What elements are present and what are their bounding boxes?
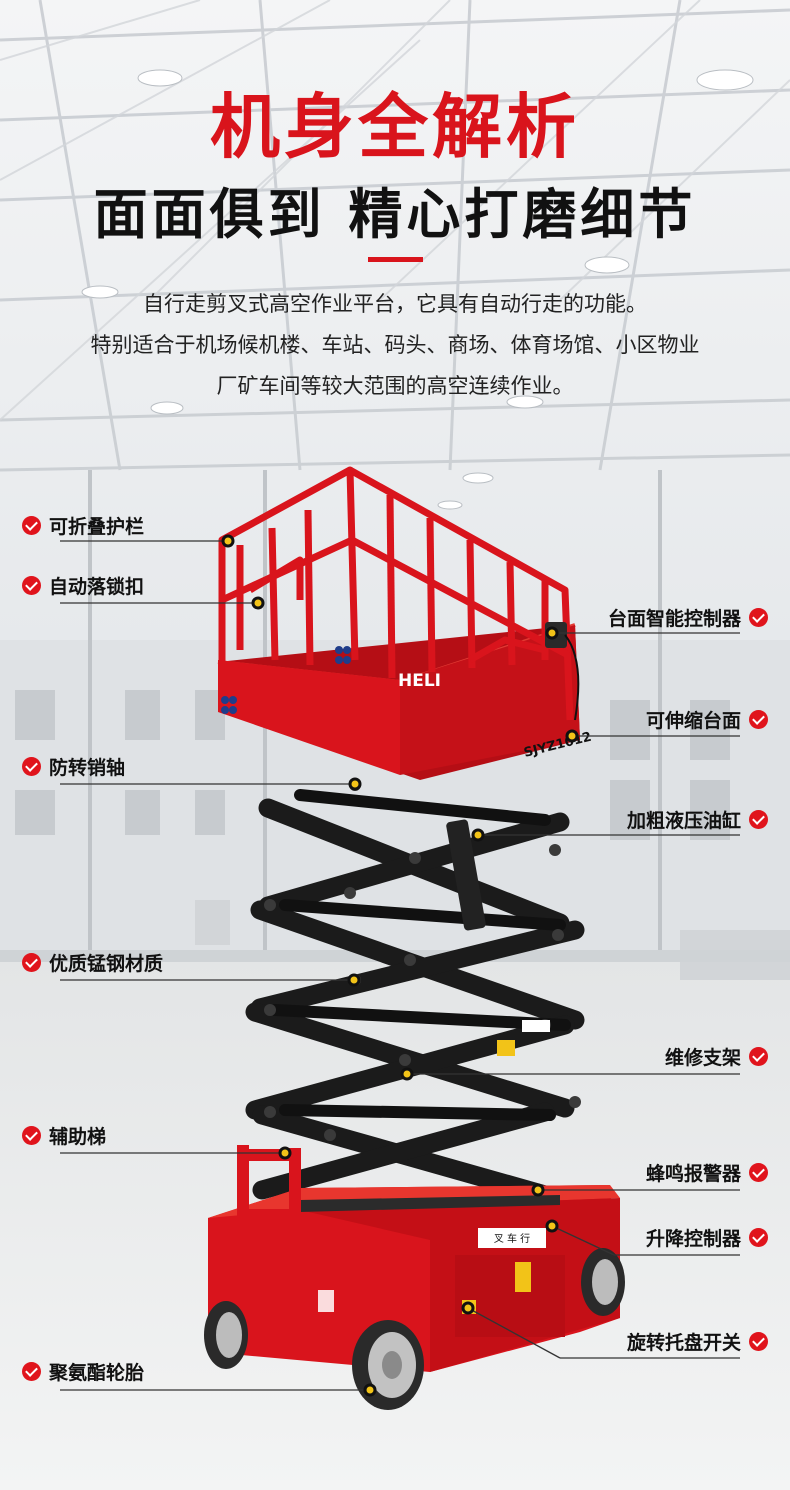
check-icon: [22, 1125, 41, 1145]
callout-polyurethane-tire: 聚氨酯轮胎: [22, 1356, 144, 1386]
callout-label: 辅助梯: [49, 1125, 107, 1148]
callout-lines: [60, 540, 740, 1391]
callout-label: 维修支架: [664, 1046, 741, 1069]
callout-hydraulic-cylinder: 加粗液压油缸: [627, 804, 768, 834]
callout-anti-rotation-pin: 防转销轴: [22, 751, 125, 781]
callout-label: 防转销轴: [49, 756, 126, 779]
callout-label: 升降控制器: [645, 1227, 741, 1250]
intro-line-2: 特别适合于机场候机楼、车站、码头、商场、体育场馆、小区物业: [90, 333, 700, 357]
callout-label: 台面智能控制器: [607, 607, 741, 630]
check-icon: [22, 515, 41, 535]
warning-stickers: [497, 1020, 550, 1056]
callout-label: 旋转托盘开关: [626, 1331, 741, 1354]
check-icon: [749, 607, 768, 627]
callout-lift-controller: 升降控制器: [646, 1222, 768, 1252]
callout-auxiliary-ladder: 辅助梯: [22, 1120, 106, 1150]
callout-label: 可伸缩台面: [645, 709, 741, 732]
check-icon: [749, 1162, 768, 1182]
callout-maintenance-support: 维修支架: [665, 1041, 768, 1071]
hydraulic-cylinder: [446, 819, 486, 931]
check-icon: [749, 1046, 768, 1066]
chassis: 叉 车 行: [208, 1185, 620, 1372]
callout-rotary-tray-switch: 旋转托盘开关: [627, 1326, 768, 1356]
callout-label: 蜂鸣报警器: [645, 1162, 741, 1185]
intro-line-1: 自行走剪叉式高空作业平台，它具有自动行走的功能。: [143, 292, 647, 316]
callout-foldable-guardrail: 可折叠护栏: [22, 510, 144, 540]
check-icon: [22, 575, 41, 595]
callout-manganese-steel: 优质锰钢材质: [22, 947, 163, 977]
callout-label: 聚氨酯轮胎: [49, 1361, 145, 1384]
check-icon: [749, 809, 768, 829]
callout-buzzer-alarm: 蜂鸣报警器: [646, 1157, 768, 1187]
callout-markers: [221, 534, 579, 1397]
callout-platform-controller: 台面智能控制器: [608, 602, 768, 632]
check-icon: [22, 952, 41, 972]
callout-label: 优质锰钢材质: [49, 952, 164, 975]
callout-label: 加粗液压油缸: [626, 809, 741, 832]
callout-auto-lock: 自动落锁扣: [22, 570, 144, 600]
check-icon: [22, 756, 41, 776]
check-icon: [22, 1361, 41, 1381]
check-icon: [749, 1331, 768, 1351]
callout-extendable-deck: 可伸缩台面: [646, 704, 768, 734]
page-subtitle: 面面俱到 精心打磨细节: [93, 183, 697, 246]
title-divider: [368, 257, 423, 262]
check-icon: [749, 1227, 768, 1247]
guardrails: [218, 466, 574, 721]
callout-label: 自动落锁扣: [49, 575, 145, 598]
direction-sign: 叉 车 行: [494, 1232, 530, 1245]
callout-label: 可折叠护栏: [49, 515, 145, 538]
intro-text: 自行走剪叉式高空作业平台，它具有自动行走的功能。 特别适合于机场候机楼、车站、码…: [20, 284, 770, 407]
intro-line-3: 厂矿车间等较大范围的高空连续作业。: [216, 374, 574, 398]
page-title: 机身全解析: [210, 86, 580, 168]
check-icon: [749, 709, 768, 729]
brand-logo: HELI: [398, 671, 441, 691]
